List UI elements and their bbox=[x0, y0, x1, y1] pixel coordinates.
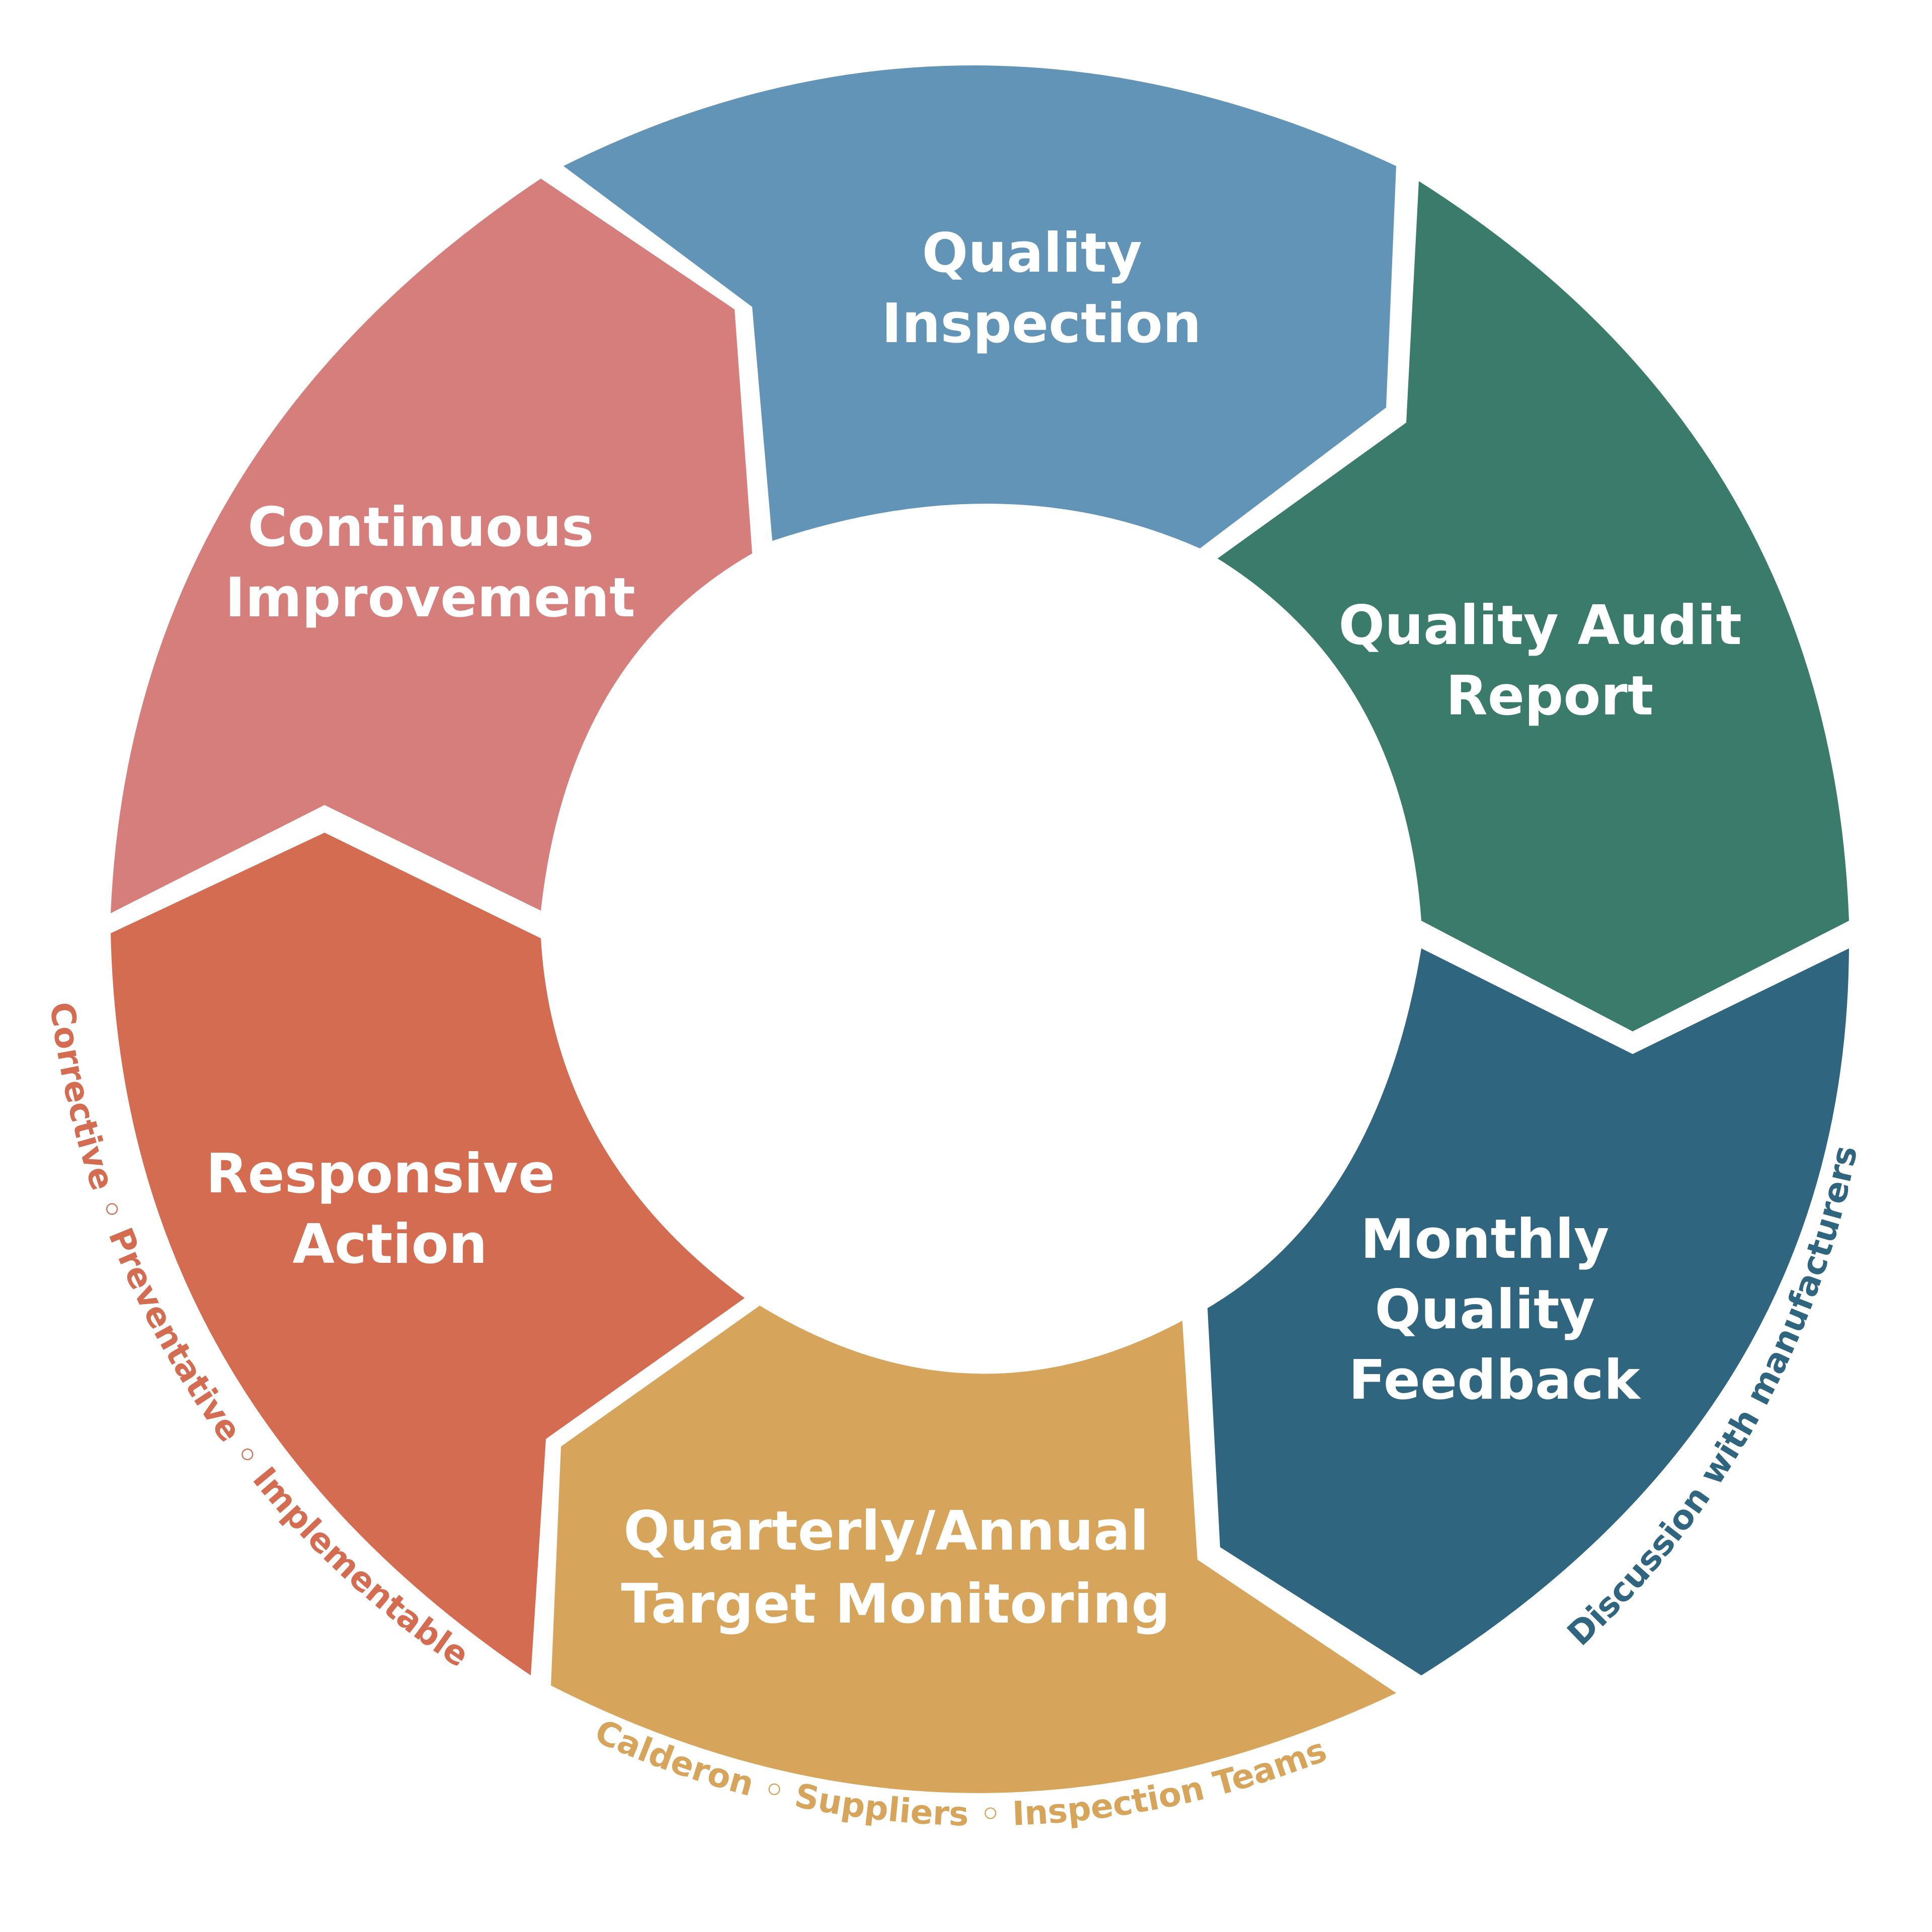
segment-quarterly-annual-target-monitoring: Quarterly/Annual Target Monitoring bbox=[551, 1306, 1396, 1793]
segment-shape bbox=[551, 1306, 1396, 1793]
segment-monthly-quality-feedback: Monthly Quality Feedback bbox=[1208, 948, 1849, 1675]
segment-label: Responsive Action bbox=[206, 1143, 574, 1276]
segment-shape bbox=[1218, 181, 1849, 1031]
segment-label: Continuous Improvement bbox=[225, 496, 635, 629]
segment-shape bbox=[564, 65, 1396, 548]
segment-quality-audit-report: Quality Audit Report bbox=[1218, 181, 1849, 1031]
segment-continuous-improvement: Continuous Improvement bbox=[111, 179, 752, 913]
segment-label: Quality Inspection bbox=[881, 222, 1201, 355]
segment-label: Quarterly/Annual Target Monitoring bbox=[621, 1500, 1170, 1636]
segment-responsive-action: Responsive Action bbox=[111, 833, 745, 1675]
segment-quality-inspection: Quality Inspection bbox=[564, 65, 1396, 548]
segment-label: Quality Audit Report bbox=[1338, 594, 1760, 728]
segment-label: Monthly Quality Feedback bbox=[1348, 1208, 1641, 1412]
segment-shape bbox=[111, 179, 752, 913]
segment-shape bbox=[1208, 948, 1849, 1675]
segment-shape bbox=[111, 833, 745, 1675]
